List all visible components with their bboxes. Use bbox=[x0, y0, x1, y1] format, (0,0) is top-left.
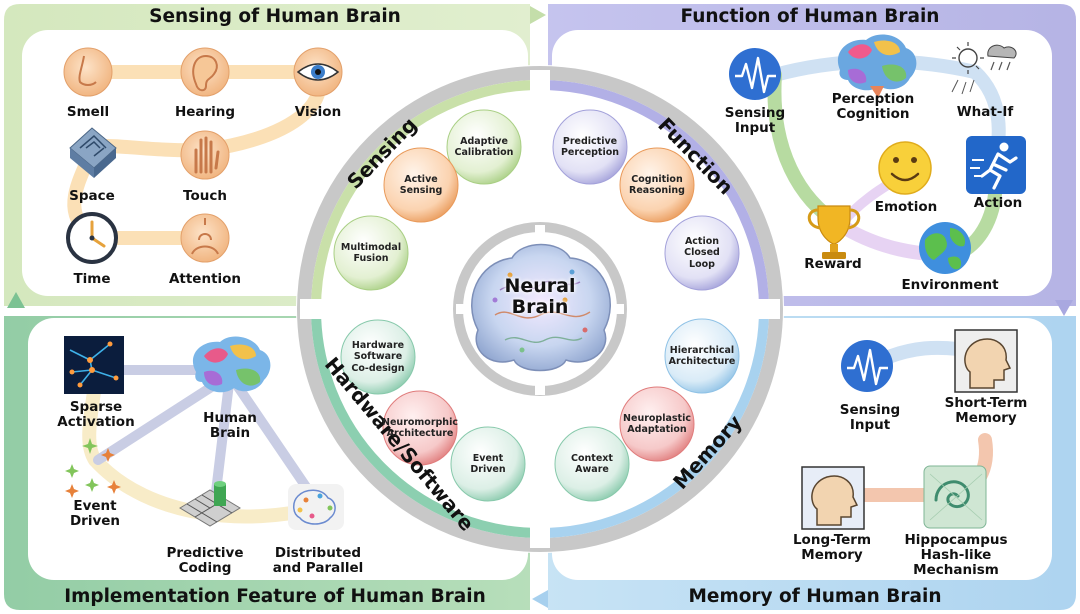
memory-sensing-wave-icon bbox=[841, 340, 893, 392]
label-vision: Vision bbox=[294, 104, 342, 120]
label-environment: Environment bbox=[901, 277, 999, 293]
label-hippocampus: Hippocampus Hash-like Mechanism bbox=[904, 532, 1008, 579]
colorful-brain-icon bbox=[837, 34, 917, 98]
label-action: Action bbox=[973, 195, 1023, 211]
attention-icon bbox=[180, 213, 230, 263]
bubble-cognition-reasoning: Cognition Reasoning bbox=[629, 173, 685, 196]
label-attention: Attention bbox=[168, 271, 242, 287]
eye-icon bbox=[293, 47, 343, 97]
bubble-context-aware: Context Aware bbox=[571, 452, 613, 475]
bubble-multimodal-fusion: Multimodal Fusion bbox=[340, 241, 402, 264]
maze-icon bbox=[69, 127, 117, 178]
arrow-right-top bbox=[530, 6, 546, 24]
bubble-adaptive-calibration: Adaptive Calibration bbox=[454, 135, 514, 158]
bubble-active-sensing: Active Sensing bbox=[399, 173, 443, 196]
long-term-head-icon bbox=[801, 466, 865, 530]
ear-icon bbox=[180, 47, 230, 97]
label-event-driven: Event Driven bbox=[69, 498, 121, 530]
label-perception-cognition: Perception Cognition bbox=[831, 91, 915, 123]
arrow-up-left bbox=[7, 292, 25, 308]
label-predictive-coding: Predictive Coding bbox=[166, 545, 244, 577]
sensing-wave-icon bbox=[729, 48, 781, 100]
label-distributed-parallel: Distributed and Parallel bbox=[272, 545, 364, 577]
label-sparse-activation: Sparse Activation bbox=[57, 399, 135, 431]
bubble-circles bbox=[333, 109, 740, 502]
sparse-network-icon bbox=[64, 336, 124, 394]
trophy-icon bbox=[807, 205, 861, 259]
label-memory-sensing-input: Sensing Input bbox=[839, 402, 901, 434]
label-reward: Reward bbox=[804, 256, 862, 272]
label-what-if: What-If bbox=[956, 104, 1014, 120]
label-smell: Smell bbox=[66, 104, 110, 120]
bubble-hierarchical-architecture: Hierarchical Architecture bbox=[668, 344, 736, 367]
title-memory: Memory of Human Brain bbox=[688, 586, 942, 607]
label-touch: Touch bbox=[183, 188, 227, 204]
title-sensing: Sensing of Human Brain bbox=[149, 6, 401, 27]
globe-icon bbox=[919, 222, 971, 274]
bubble-neuromorphic-architecture: Neuromorphic Architecture bbox=[382, 416, 458, 439]
title-function: Function of Human Brain bbox=[680, 6, 940, 27]
label-emotion: Emotion bbox=[874, 199, 938, 215]
label-short-term-memory: Short-Term Memory bbox=[944, 395, 1028, 427]
checkerboard-cylinder-icon bbox=[179, 481, 241, 527]
arrow-left-bottom bbox=[532, 590, 548, 608]
human-brain-icon bbox=[192, 336, 271, 393]
running-person-icon bbox=[966, 136, 1026, 194]
center-title: Neural Brain bbox=[504, 275, 576, 318]
bubble-neuroplastic-adaptation: Neuroplastic Adaptation bbox=[623, 412, 691, 435]
label-space: Space bbox=[69, 188, 115, 204]
smiley-emoji-icon bbox=[878, 141, 932, 195]
bubble-hw-sw-codesign: Hardware Software Co-design bbox=[351, 339, 405, 374]
head-profile-icon bbox=[954, 329, 1018, 393]
clock-icon bbox=[66, 212, 118, 264]
bubble-predictive-perception: Predictive Perception bbox=[560, 135, 620, 158]
label-time: Time bbox=[73, 271, 111, 287]
label-function-sensing-input: Sensing Input bbox=[724, 105, 786, 137]
distributed-network-icon bbox=[288, 484, 344, 530]
what-if-weather-icon bbox=[951, 42, 1017, 95]
label-long-term-memory: Long-Term Memory bbox=[792, 532, 872, 564]
hand-icon bbox=[180, 130, 230, 180]
bubble-action-closed-loop: Action Closed Loop bbox=[684, 235, 720, 270]
nose-icon bbox=[63, 47, 113, 97]
arrow-down-right bbox=[1055, 300, 1073, 316]
hippocampus-icon bbox=[923, 465, 987, 529]
title-implementation: Implementation Feature of Human Brain bbox=[64, 586, 486, 607]
label-hearing: Hearing bbox=[174, 104, 236, 120]
neural-brain-icon bbox=[471, 243, 611, 372]
label-human-brain: Human Brain bbox=[203, 410, 257, 442]
sparkle-stars-icon bbox=[65, 438, 121, 498]
bubble-event-driven: Event Driven bbox=[470, 452, 506, 475]
